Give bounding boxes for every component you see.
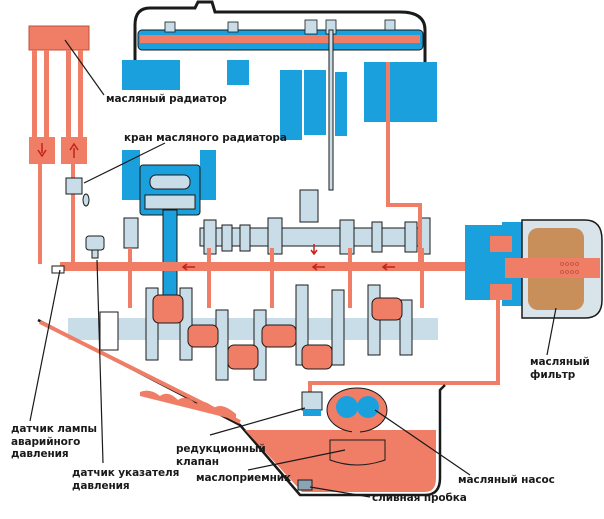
- arrow-down-icon: [37, 143, 47, 158]
- label-warning-lamp-sensor: датчик лампы аварийного давления: [11, 423, 97, 460]
- piston: [122, 150, 216, 321]
- oil-intake: [329, 439, 386, 466]
- valve-cover: [133, 0, 427, 62]
- main-oil-gallery: [60, 262, 500, 271]
- reduction-valve: [301, 391, 323, 416]
- head-oil-line: [386, 62, 422, 262]
- label-oil-radiator: масляный радиатор: [106, 93, 227, 105]
- label-reduction-valve: редукционный клапан: [176, 443, 266, 468]
- drain-plug: [297, 479, 313, 491]
- oil-filter: [465, 219, 603, 319]
- gallery-branches: [128, 248, 424, 308]
- oil-splash: [140, 390, 236, 420]
- filter-holes: [560, 262, 579, 274]
- rocker-bolts: [164, 19, 396, 35]
- radiator-valve: [65, 177, 90, 207]
- label-oil-pump: масляный насос: [458, 474, 555, 486]
- oil-pump: [326, 387, 388, 466]
- label-drain-plug: сливная пробка: [372, 492, 467, 504]
- arrow-up-icon: [69, 142, 79, 158]
- pushrod: [328, 29, 334, 191]
- leader-lines: [29, 39, 557, 498]
- oil-radiator: [28, 25, 90, 264]
- camshaft: [123, 189, 431, 255]
- warning-lamp-sensor: [51, 265, 65, 274]
- cylinder-head: [122, 60, 437, 140]
- rocker-shaft-oil-channel: [140, 35, 420, 43]
- label-radiator-valve: кран масляного радиатора: [124, 132, 287, 144]
- label-oil-filter: масляный фильтр: [530, 356, 590, 381]
- pressure-gauge-sensor: [85, 235, 105, 259]
- label-oil-intake: маслоприемник: [196, 472, 292, 484]
- label-pressure-gauge-sensor: датчик указателя давления: [72, 467, 180, 492]
- crankshaft: [68, 284, 438, 381]
- oil-pan-outline: [37, 318, 446, 497]
